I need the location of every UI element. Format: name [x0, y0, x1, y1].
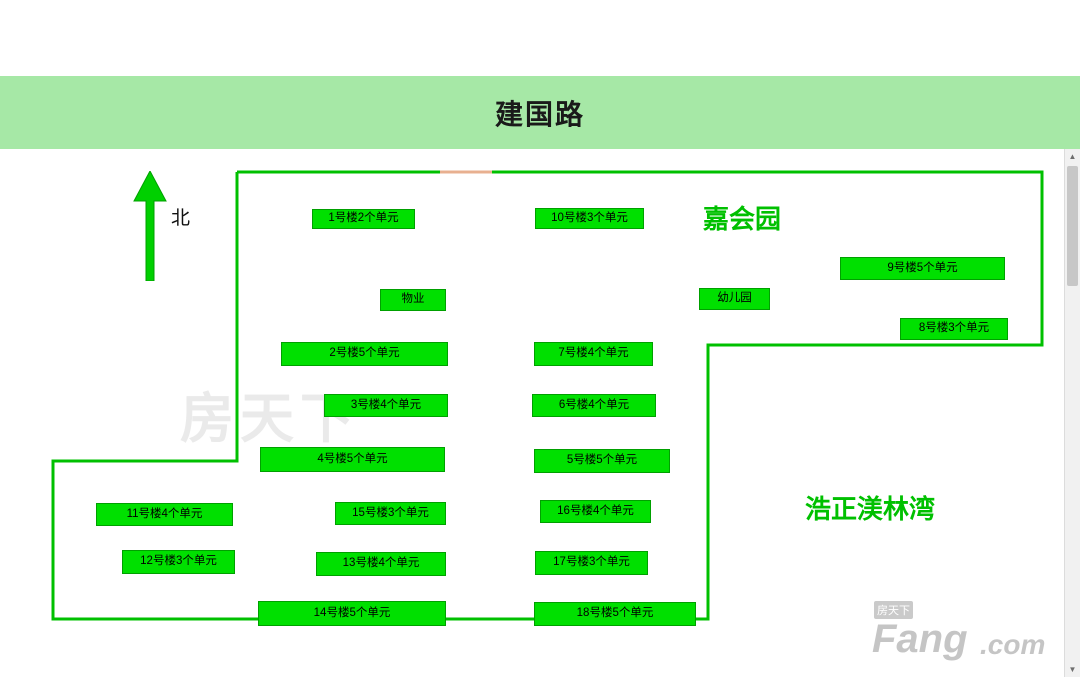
building-block[interactable]: 13号楼4个单元: [316, 552, 446, 576]
north-arrow-icon: [133, 171, 167, 281]
building-block[interactable]: 14号楼5个单元: [258, 601, 446, 626]
building-block[interactable]: 11号楼4个单元: [96, 503, 233, 526]
road-label: 建国路: [494, 98, 585, 130]
building-block[interactable]: 1号楼2个单元: [312, 209, 415, 229]
building-block[interactable]: 12号楼3个单元: [122, 550, 235, 574]
watermark-brand-text: Fang: [872, 617, 968, 661]
road-banner: 建国路: [0, 76, 1080, 149]
building-block[interactable]: 18号楼5个单元: [534, 602, 696, 626]
building-block[interactable]: 8号楼3个单元: [900, 318, 1008, 340]
watermark-logo: Fang 房天下 .com: [872, 601, 1062, 667]
scroll-down-arrow-icon[interactable]: ▼: [1065, 662, 1080, 677]
scroll-up-arrow-icon[interactable]: ▲: [1065, 149, 1080, 164]
north-label: 北: [171, 208, 191, 229]
site-plan-map[interactable]: 北 嘉会园 浩正渼林湾 房天下 Fang 房天下 .com 1号楼2个单元 10号…: [0, 149, 1065, 677]
building-block[interactable]: 5号楼5个单元: [534, 449, 670, 473]
building-block[interactable]: 7号楼4个单元: [534, 342, 653, 366]
building-block[interactable]: 3号楼4个单元: [324, 394, 448, 417]
building-block[interactable]: 10号楼3个单元: [535, 208, 644, 229]
building-block[interactable]: 2号楼5个单元: [281, 342, 448, 366]
watermark-dotcom-text: .com: [980, 629, 1046, 660]
building-block[interactable]: 9号楼5个单元: [840, 257, 1005, 280]
building-block[interactable]: 15号楼3个单元: [335, 502, 446, 525]
building-block[interactable]: 17号楼3个单元: [535, 551, 648, 575]
community-label-haozheng: 浩正渼林湾: [805, 494, 936, 524]
watermark-badge-text: 房天下: [874, 601, 913, 619]
building-block[interactable]: 16号楼4个单元: [540, 500, 651, 523]
community-label-jiahuiyuan: 嘉会园: [703, 204, 782, 234]
building-block[interactable]: 6号楼4个单元: [532, 394, 656, 417]
building-block[interactable]: 4号楼5个单元: [260, 447, 445, 472]
building-block[interactable]: 物业: [380, 289, 446, 311]
scrollbar-thumb[interactable]: [1067, 166, 1078, 286]
vertical-scrollbar[interactable]: ▲ ▼: [1064, 149, 1080, 677]
building-block[interactable]: 幼儿园: [699, 288, 770, 310]
